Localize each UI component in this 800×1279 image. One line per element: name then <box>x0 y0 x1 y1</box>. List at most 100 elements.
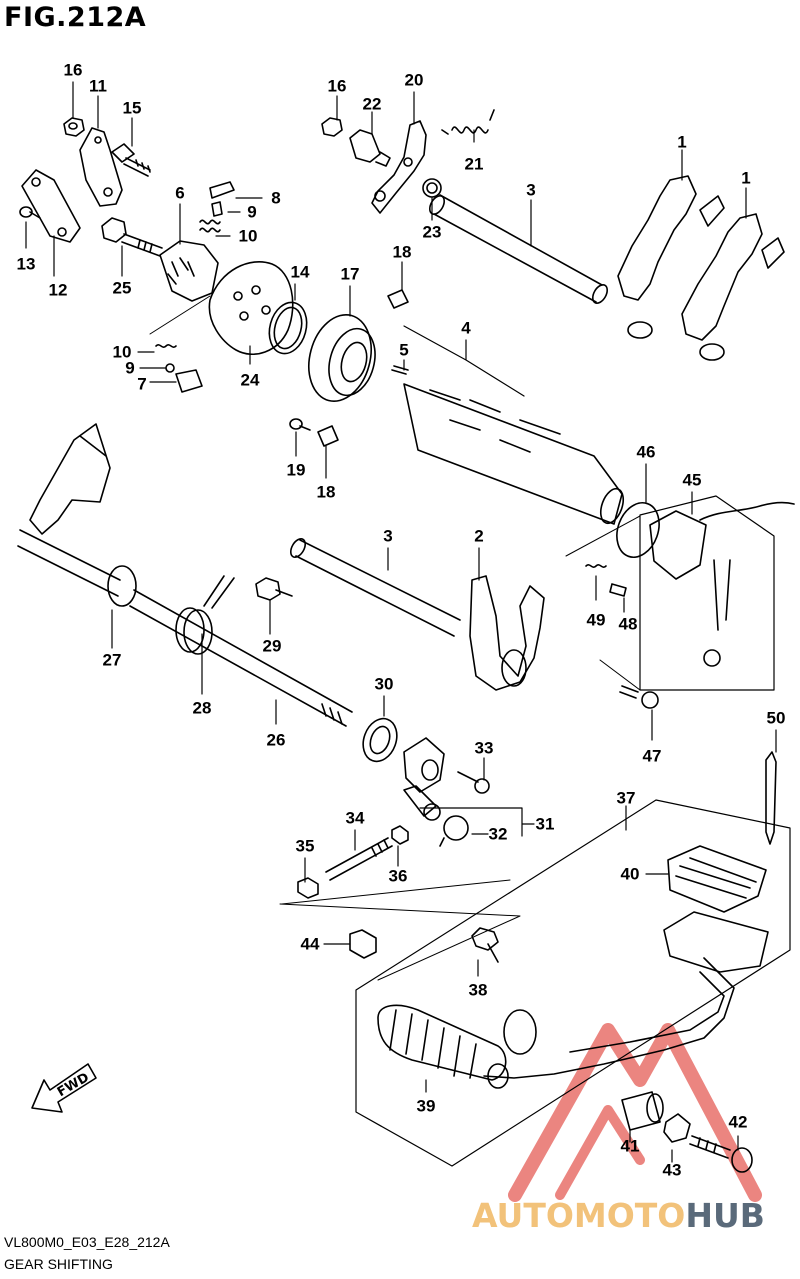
part-22-bolt <box>321 117 391 167</box>
callout-41: 41 <box>620 1136 640 1156</box>
part-43-washer <box>663 1113 691 1143</box>
part-25-bolt <box>101 217 163 257</box>
part-36-nut <box>391 825 409 845</box>
callout-18: 18 <box>316 482 336 502</box>
callout-26: 26 <box>266 730 286 750</box>
callout-39: 39 <box>416 1096 436 1116</box>
callout-25: 25 <box>112 278 132 298</box>
part-35-nut <box>297 877 319 899</box>
callout-16: 16 <box>63 60 83 80</box>
part-28-spring <box>175 575 235 655</box>
callout-33: 33 <box>474 738 494 758</box>
callout-31: 31 <box>535 814 555 834</box>
part-40-pad <box>667 845 767 913</box>
callout-42: 42 <box>728 1112 748 1132</box>
part-18-plate-a <box>387 289 409 309</box>
callout-44: 44 <box>300 934 320 954</box>
part-9-pawl <box>211 201 223 217</box>
leader-lines <box>25 81 777 1163</box>
part-29-bolt <box>255 577 293 601</box>
callout-3: 3 <box>526 180 536 200</box>
callout-18: 18 <box>392 242 412 262</box>
part-27-shift-lever <box>17 423 137 607</box>
callout-9: 9 <box>125 358 135 378</box>
callout-28: 28 <box>192 698 212 718</box>
part-21-spring <box>441 109 495 135</box>
callout-1: 1 <box>677 132 687 152</box>
callout-37: 37 <box>616 788 636 808</box>
callout-46: 46 <box>636 442 656 462</box>
callout-15: 15 <box>122 98 142 118</box>
callout-8: 8 <box>271 188 281 208</box>
callout-50: 50 <box>766 708 786 728</box>
pedal-group-outline <box>355 799 791 1167</box>
callout-22: 22 <box>362 94 382 114</box>
part-2-fork <box>469 575 545 691</box>
callout-48: 48 <box>618 614 638 634</box>
callout-19: 19 <box>286 460 306 480</box>
part-10-spring <box>199 219 221 233</box>
part-47-screw <box>619 685 659 709</box>
callout-34: 34 <box>345 808 365 828</box>
part-5-pin <box>391 365 409 375</box>
watermark-logo <box>508 1023 762 1202</box>
callout-16: 16 <box>327 76 347 96</box>
part-12-plate <box>21 169 81 243</box>
part-7-plate <box>175 369 203 393</box>
callout-20: 20 <box>404 70 424 90</box>
callout-1: 1 <box>741 168 751 188</box>
part-48-pin <box>609 583 627 597</box>
part-20-shift-arm <box>371 120 427 214</box>
watermark-text: AUTOMOTOHUB <box>472 1196 765 1235</box>
callout-35: 35 <box>295 836 315 856</box>
part-49-spring <box>585 564 607 568</box>
assembly-lines <box>149 295 641 981</box>
part-30-seal <box>362 717 398 763</box>
part-31-link <box>403 785 441 821</box>
part-9-pin-b <box>165 363 175 373</box>
callout-24: 24 <box>240 370 260 390</box>
callout-49: 49 <box>586 610 606 630</box>
callout-47: 47 <box>642 746 662 766</box>
callout-7: 7 <box>137 374 147 394</box>
part-24-drum-plate <box>208 260 294 355</box>
watermark-part2: HUB <box>685 1196 765 1235</box>
part-33-bolt <box>457 771 490 794</box>
callout-9: 9 <box>247 202 257 222</box>
part-45-gear-position-switch <box>649 501 795 667</box>
callout-14: 14 <box>290 262 310 282</box>
callout-32: 32 <box>488 824 508 844</box>
part-arm-clamp <box>403 737 445 793</box>
part-45-outline <box>639 495 775 691</box>
part-1-fork-a <box>617 175 725 339</box>
part-39-rubber <box>377 1004 507 1081</box>
part-1-fork-b <box>681 213 785 361</box>
part-4-shift-cam <box>403 383 625 525</box>
figure-code: VL800M0_E03_E28_212A <box>4 1234 170 1250</box>
callout-45: 45 <box>682 470 702 490</box>
callout-38: 38 <box>468 980 488 1000</box>
part-16-nut-a <box>63 117 85 137</box>
figure-name: GEAR SHIFTING <box>4 1256 113 1272</box>
callout-13: 13 <box>16 254 36 274</box>
figure-title: FIG.212A <box>4 2 147 33</box>
part-41-bushing <box>621 1091 664 1131</box>
callout-30: 30 <box>374 674 394 694</box>
part-38-bolt <box>471 927 499 963</box>
part-32-rod-end <box>439 815 469 847</box>
callout-12: 12 <box>48 280 68 300</box>
part-23-washer <box>422 178 442 198</box>
callout-17: 17 <box>340 264 360 284</box>
callout-5: 5 <box>399 340 409 360</box>
callout-2: 2 <box>474 526 484 546</box>
callout-29: 29 <box>262 636 282 656</box>
part-10-spring-b <box>155 344 177 348</box>
callout-4: 4 <box>461 318 471 338</box>
part-42-bolt <box>689 1135 753 1173</box>
callout-43: 43 <box>662 1160 682 1180</box>
part-8-pin <box>209 181 235 199</box>
part-6-cam-stopper <box>159 240 219 302</box>
part-13-screw <box>19 206 41 219</box>
